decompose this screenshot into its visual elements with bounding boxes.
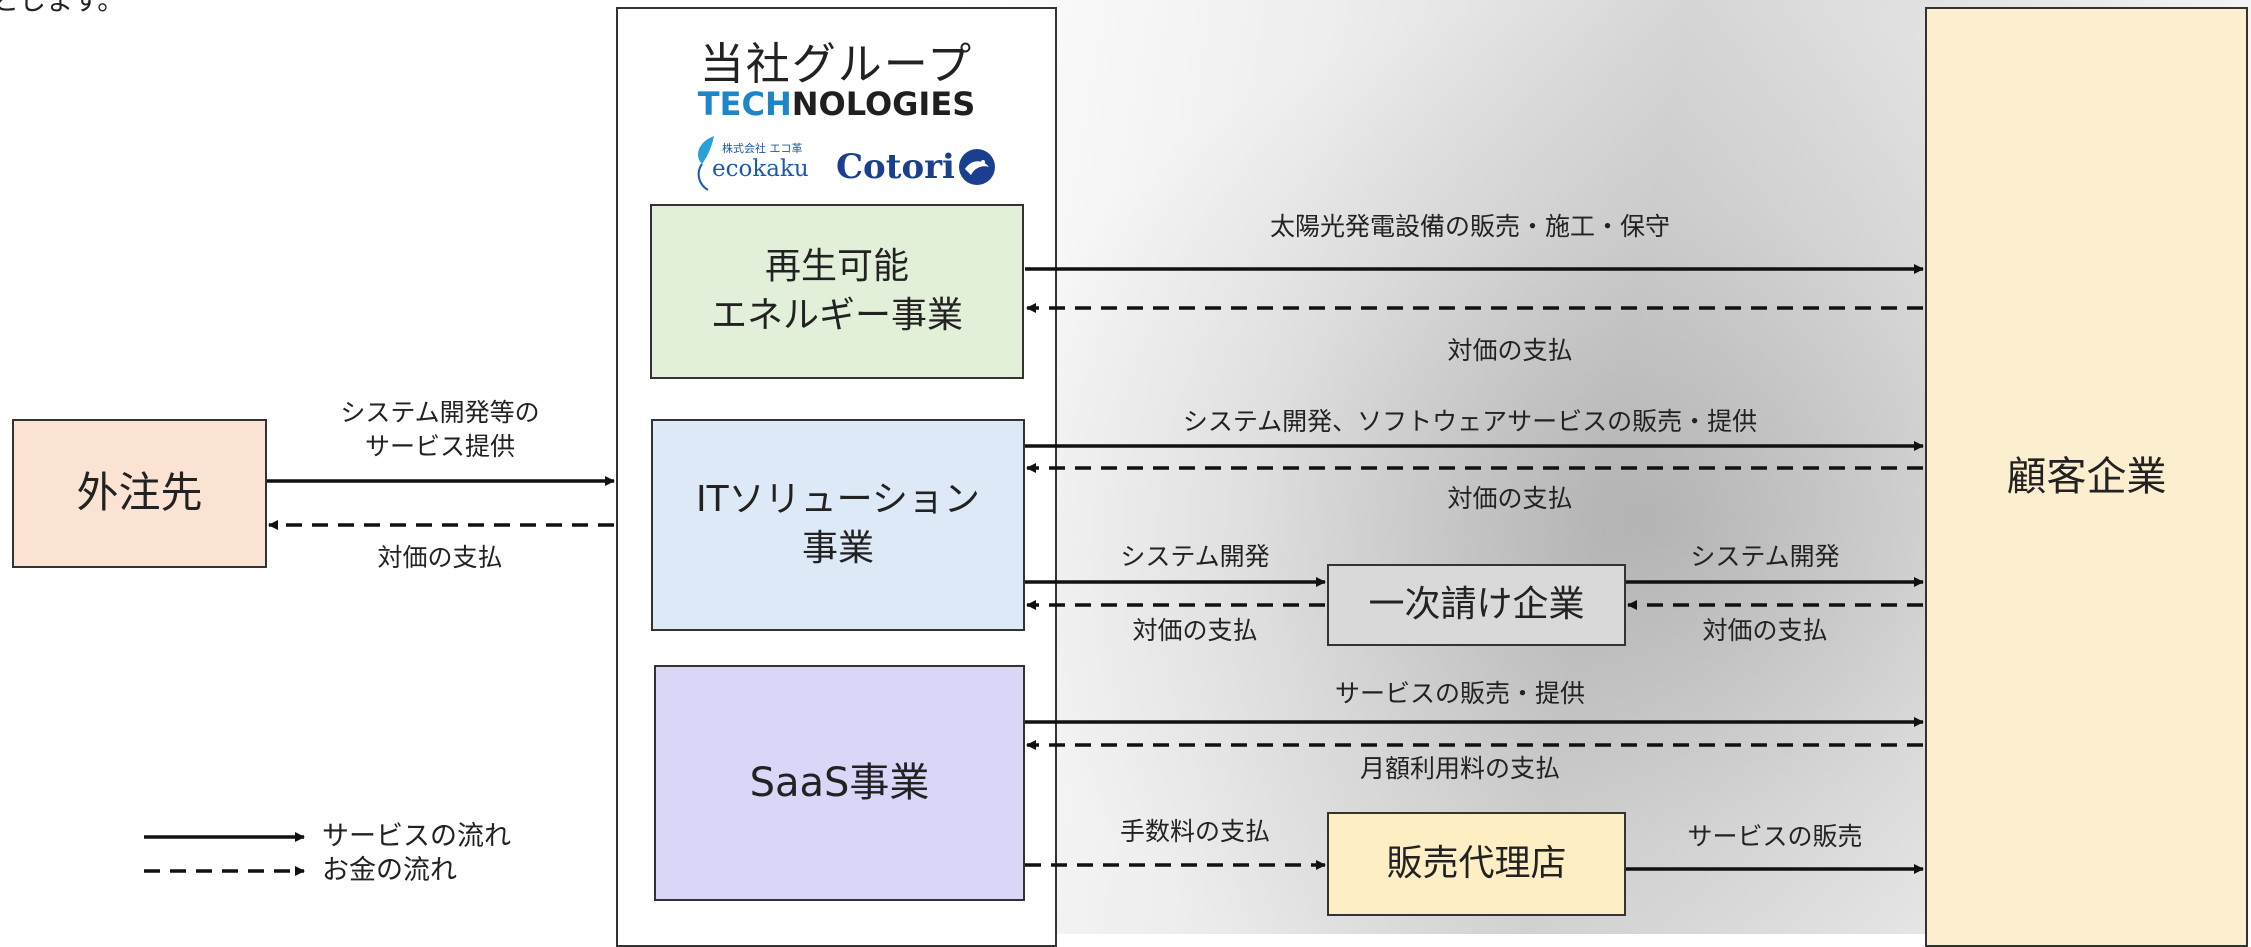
legend-service-label: サービスの流れ bbox=[322, 821, 511, 852]
it-solution-box: ITソリューション 事業 bbox=[651, 419, 1025, 631]
ecokaku-name: ecokaku bbox=[712, 156, 809, 182]
leaf-icon bbox=[697, 136, 714, 191]
customer-box: 顧客企業 bbox=[1925, 7, 2248, 947]
group-title: 当社グループ bbox=[699, 39, 974, 90]
sales-agent-box: 販売代理店 bbox=[1327, 812, 1626, 916]
it-payment-label: 対価の支払 bbox=[1447, 484, 1573, 513]
technologies-logo-rest: NOLOGIES bbox=[791, 85, 976, 123]
renewable-service-label: 太陽光発電設備の販売・施工・保守 bbox=[1269, 212, 1670, 241]
agent-service-label: サービスの販売 bbox=[1687, 822, 1863, 851]
cotori-bird-icon bbox=[958, 149, 995, 185]
technologies-logo: TECHNOLOGIES bbox=[616, 85, 1057, 123]
legend-money-label: お金の流れ bbox=[322, 855, 457, 886]
it-to-prime-payment-label: 対価の支払 bbox=[1132, 616, 1258, 645]
prime-to-customer-service-label: システム開発 bbox=[1690, 542, 1840, 571]
outsource-service-label: システム開発等の サービス提供 bbox=[340, 398, 540, 461]
ecokaku-logo: 株式会社 エコ革 ecokaku bbox=[692, 130, 822, 191]
it-service-label: システム開発、ソフトウェアサービスの販売・提供 bbox=[1182, 407, 1758, 436]
saas-payment-label: 月額利用料の支払 bbox=[1359, 754, 1560, 783]
top-text-fragment: とします。 bbox=[0, 0, 125, 17]
agent-commission-label: 手数料の支払 bbox=[1119, 817, 1270, 846]
renewable-payment-label: 対価の支払 bbox=[1447, 336, 1573, 365]
prime-contractor-box: 一次請け企業 bbox=[1327, 564, 1626, 646]
technologies-logo-tech: TECH bbox=[697, 85, 792, 123]
renewable-energy-box: 再生可能 エネルギー事業 bbox=[650, 204, 1024, 379]
saas-service-label: サービスの販売・提供 bbox=[1334, 679, 1585, 708]
cotori-logo: Cotori bbox=[836, 142, 997, 192]
cotori-name: Cotori bbox=[836, 147, 955, 187]
outsourcer-box: 外注先 bbox=[12, 419, 267, 568]
saas-box: SaaS事業 bbox=[654, 665, 1025, 901]
ecokaku-company-text: 株式会社 エコ革 bbox=[722, 142, 803, 155]
prime-to-customer-payment-label: 対価の支払 bbox=[1702, 616, 1828, 645]
outsource-payment-label: 対価の支払 bbox=[377, 543, 503, 572]
it-to-prime-service-label: システム開発 bbox=[1120, 542, 1270, 571]
